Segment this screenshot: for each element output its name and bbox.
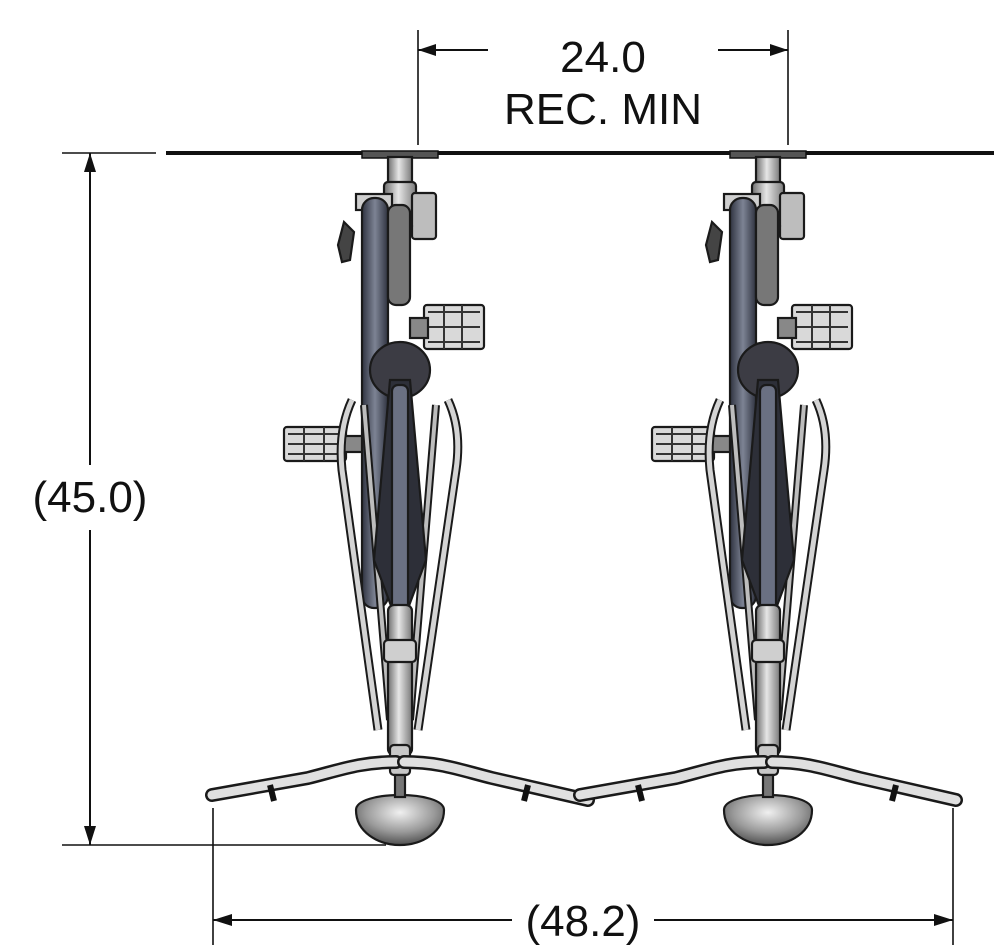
height-dimension: (45.0) — [33, 152, 386, 846]
height-value-text: (45.0) — [33, 473, 148, 522]
width-dimension: (48.2) — [212, 808, 954, 946]
spacing-dimension: 24.0 REC. MIN — [417, 30, 789, 145]
bike-right — [580, 151, 956, 845]
spacing-note-text: REC. MIN — [504, 85, 702, 134]
spacing-value-text: 24.0 — [560, 33, 646, 82]
bike-left — [212, 151, 588, 845]
width-value-text: (48.2) — [526, 897, 641, 946]
